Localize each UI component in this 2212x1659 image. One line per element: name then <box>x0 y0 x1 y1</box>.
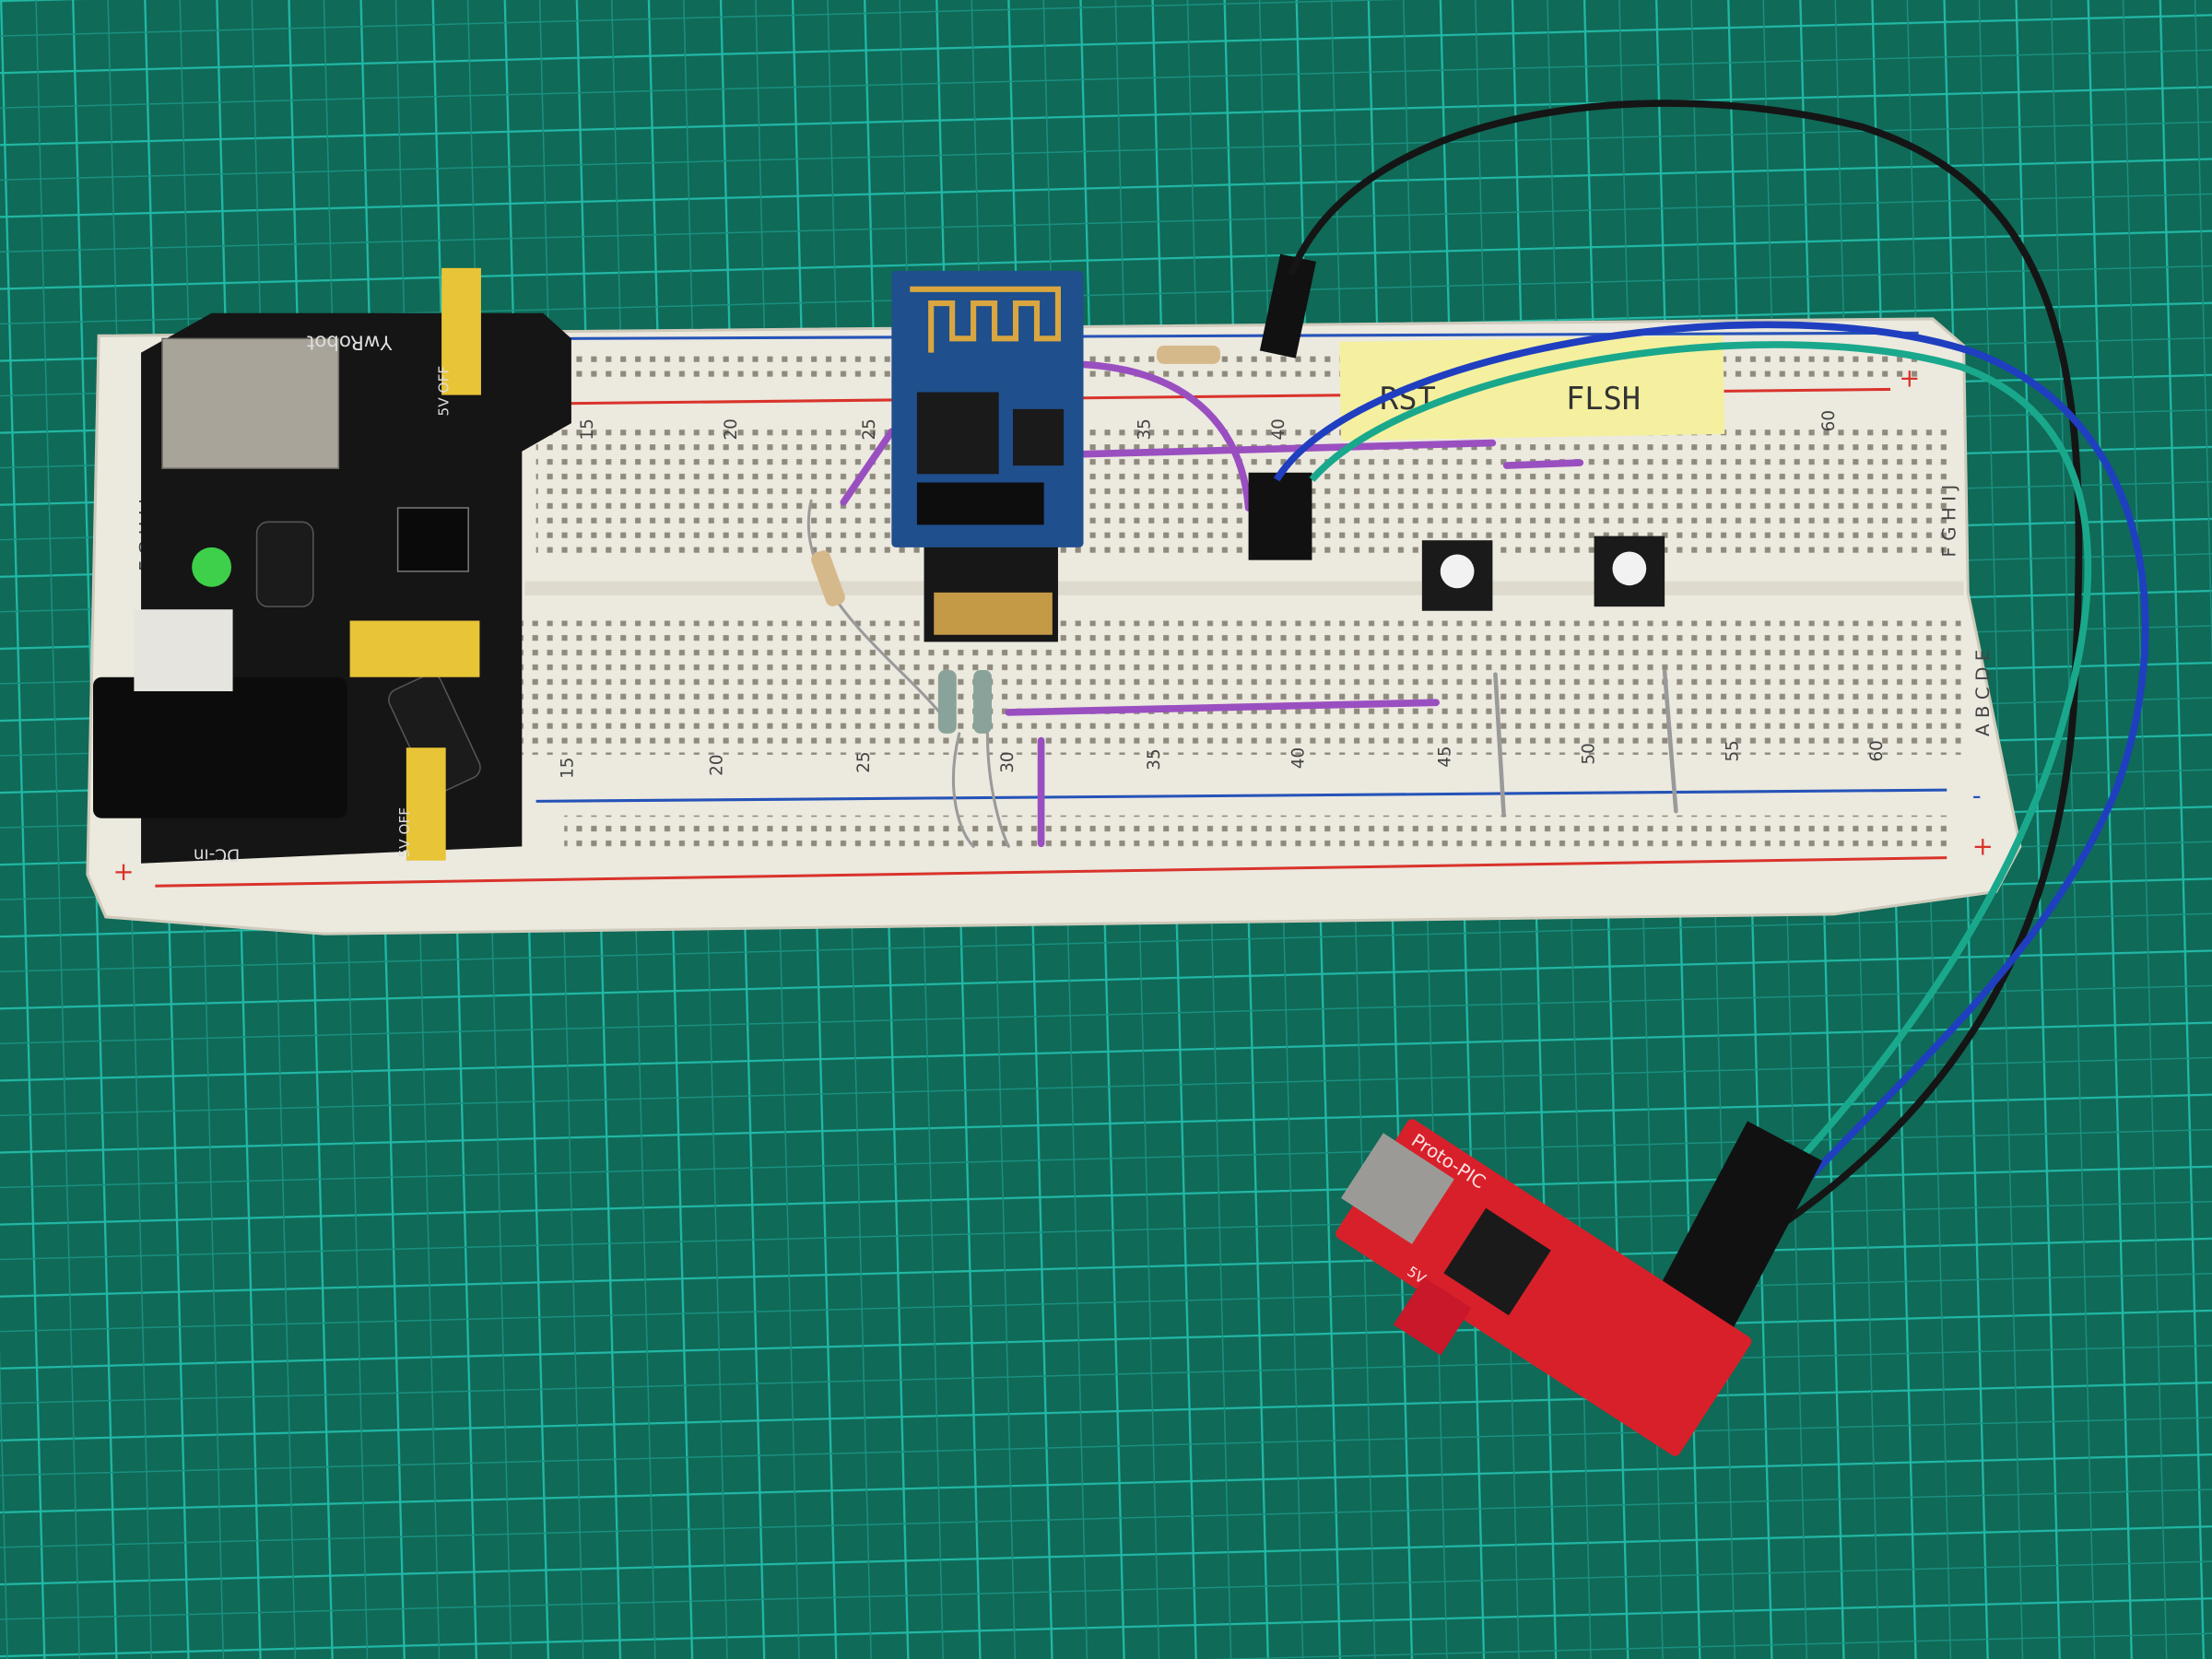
plus-label-bottom: + <box>1972 832 1994 862</box>
plus-label-left: + <box>112 857 134 887</box>
column-number: 25 <box>860 418 879 440</box>
dupont-connector <box>1248 472 1312 560</box>
brand-label: YwRobot <box>307 330 394 353</box>
purple-wire <box>1068 360 1253 512</box>
power-switch <box>134 609 233 691</box>
resistor-lead <box>806 499 947 722</box>
column-number: 35 <box>1145 748 1164 770</box>
power-led <box>192 547 232 587</box>
purple-wire <box>1076 439 1497 458</box>
black-cable <box>1287 100 2083 1245</box>
plus-label-top: + <box>1899 363 1920 393</box>
purple-wire <box>840 428 896 506</box>
flash-button[interactable] <box>1594 535 1665 607</box>
column-number: 40 <box>1288 747 1308 769</box>
green-cable <box>1309 341 2092 1230</box>
resistor <box>973 670 993 734</box>
dc-in-label: DC-in <box>194 844 240 864</box>
blue-cable <box>1273 321 2149 1244</box>
voltage-jumper <box>1393 1277 1472 1356</box>
column-number: 20 <box>708 754 727 775</box>
usb-port <box>161 337 340 469</box>
column-number: 15 <box>558 758 577 779</box>
flash-chip <box>1012 408 1065 466</box>
jumper-top <box>441 267 481 395</box>
jumper-label-top: 5V OFF <box>436 366 453 417</box>
column-number: 25 <box>854 751 874 772</box>
esp8266-module <box>891 270 1084 642</box>
mini-usb-port <box>1340 1133 1454 1244</box>
button-lead <box>1493 669 1678 818</box>
jumper-bottom <box>406 747 446 861</box>
ftdi-chip <box>1443 1207 1551 1316</box>
resistor <box>811 550 845 606</box>
jumper-wires <box>806 360 1678 848</box>
dupont-connector <box>1648 1121 1823 1348</box>
top-column-numbers: 15 20 25 35 40 60 <box>578 410 1839 441</box>
dc-jack <box>93 677 347 818</box>
column-number: 40 <box>1269 418 1288 440</box>
power-supply-module: YwRobot 5V OFF 5V OFF DC-in <box>93 267 571 864</box>
capacitor <box>388 673 481 794</box>
cables <box>1273 100 2149 1245</box>
reset-button[interactable] <box>1421 540 1493 611</box>
header-pins <box>349 620 480 677</box>
row-letters-bottom: A B C D E <box>1972 650 1994 736</box>
column-number: 35 <box>1135 418 1154 440</box>
minus-label-right: - <box>1972 781 1982 810</box>
flsh-label: FLSH <box>1566 381 1641 417</box>
resistor-lead <box>952 732 1010 848</box>
capacitor <box>255 521 314 607</box>
column-number: 45 <box>1435 746 1454 767</box>
purple-wire <box>1502 459 1584 469</box>
column-number: 50 <box>1580 743 1599 764</box>
dupont-connector <box>1259 253 1317 359</box>
pin-header <box>916 482 1044 525</box>
bottom-column-numbers: 15 20 25 30 35 40 45 50 55 60 <box>558 740 1886 779</box>
resistor <box>1157 346 1220 364</box>
ftdi-usb-serial-board: Proto-PIC 5V <box>1335 1119 1752 1456</box>
column-number: 60 <box>1819 410 1839 431</box>
column-number: 15 <box>578 418 597 440</box>
jumper-label-bottom: 5V OFF <box>396 807 413 858</box>
column-number: 20 <box>722 418 741 440</box>
esp-chip <box>916 392 999 475</box>
resistor <box>937 670 957 734</box>
row-letters-top: F G H I J <box>1938 485 1959 558</box>
regulator <box>396 507 469 572</box>
column-number: 30 <box>998 751 1018 772</box>
column-number: 60 <box>1867 740 1887 761</box>
purple-wire <box>1005 699 1440 716</box>
column-number: 55 <box>1724 740 1743 761</box>
